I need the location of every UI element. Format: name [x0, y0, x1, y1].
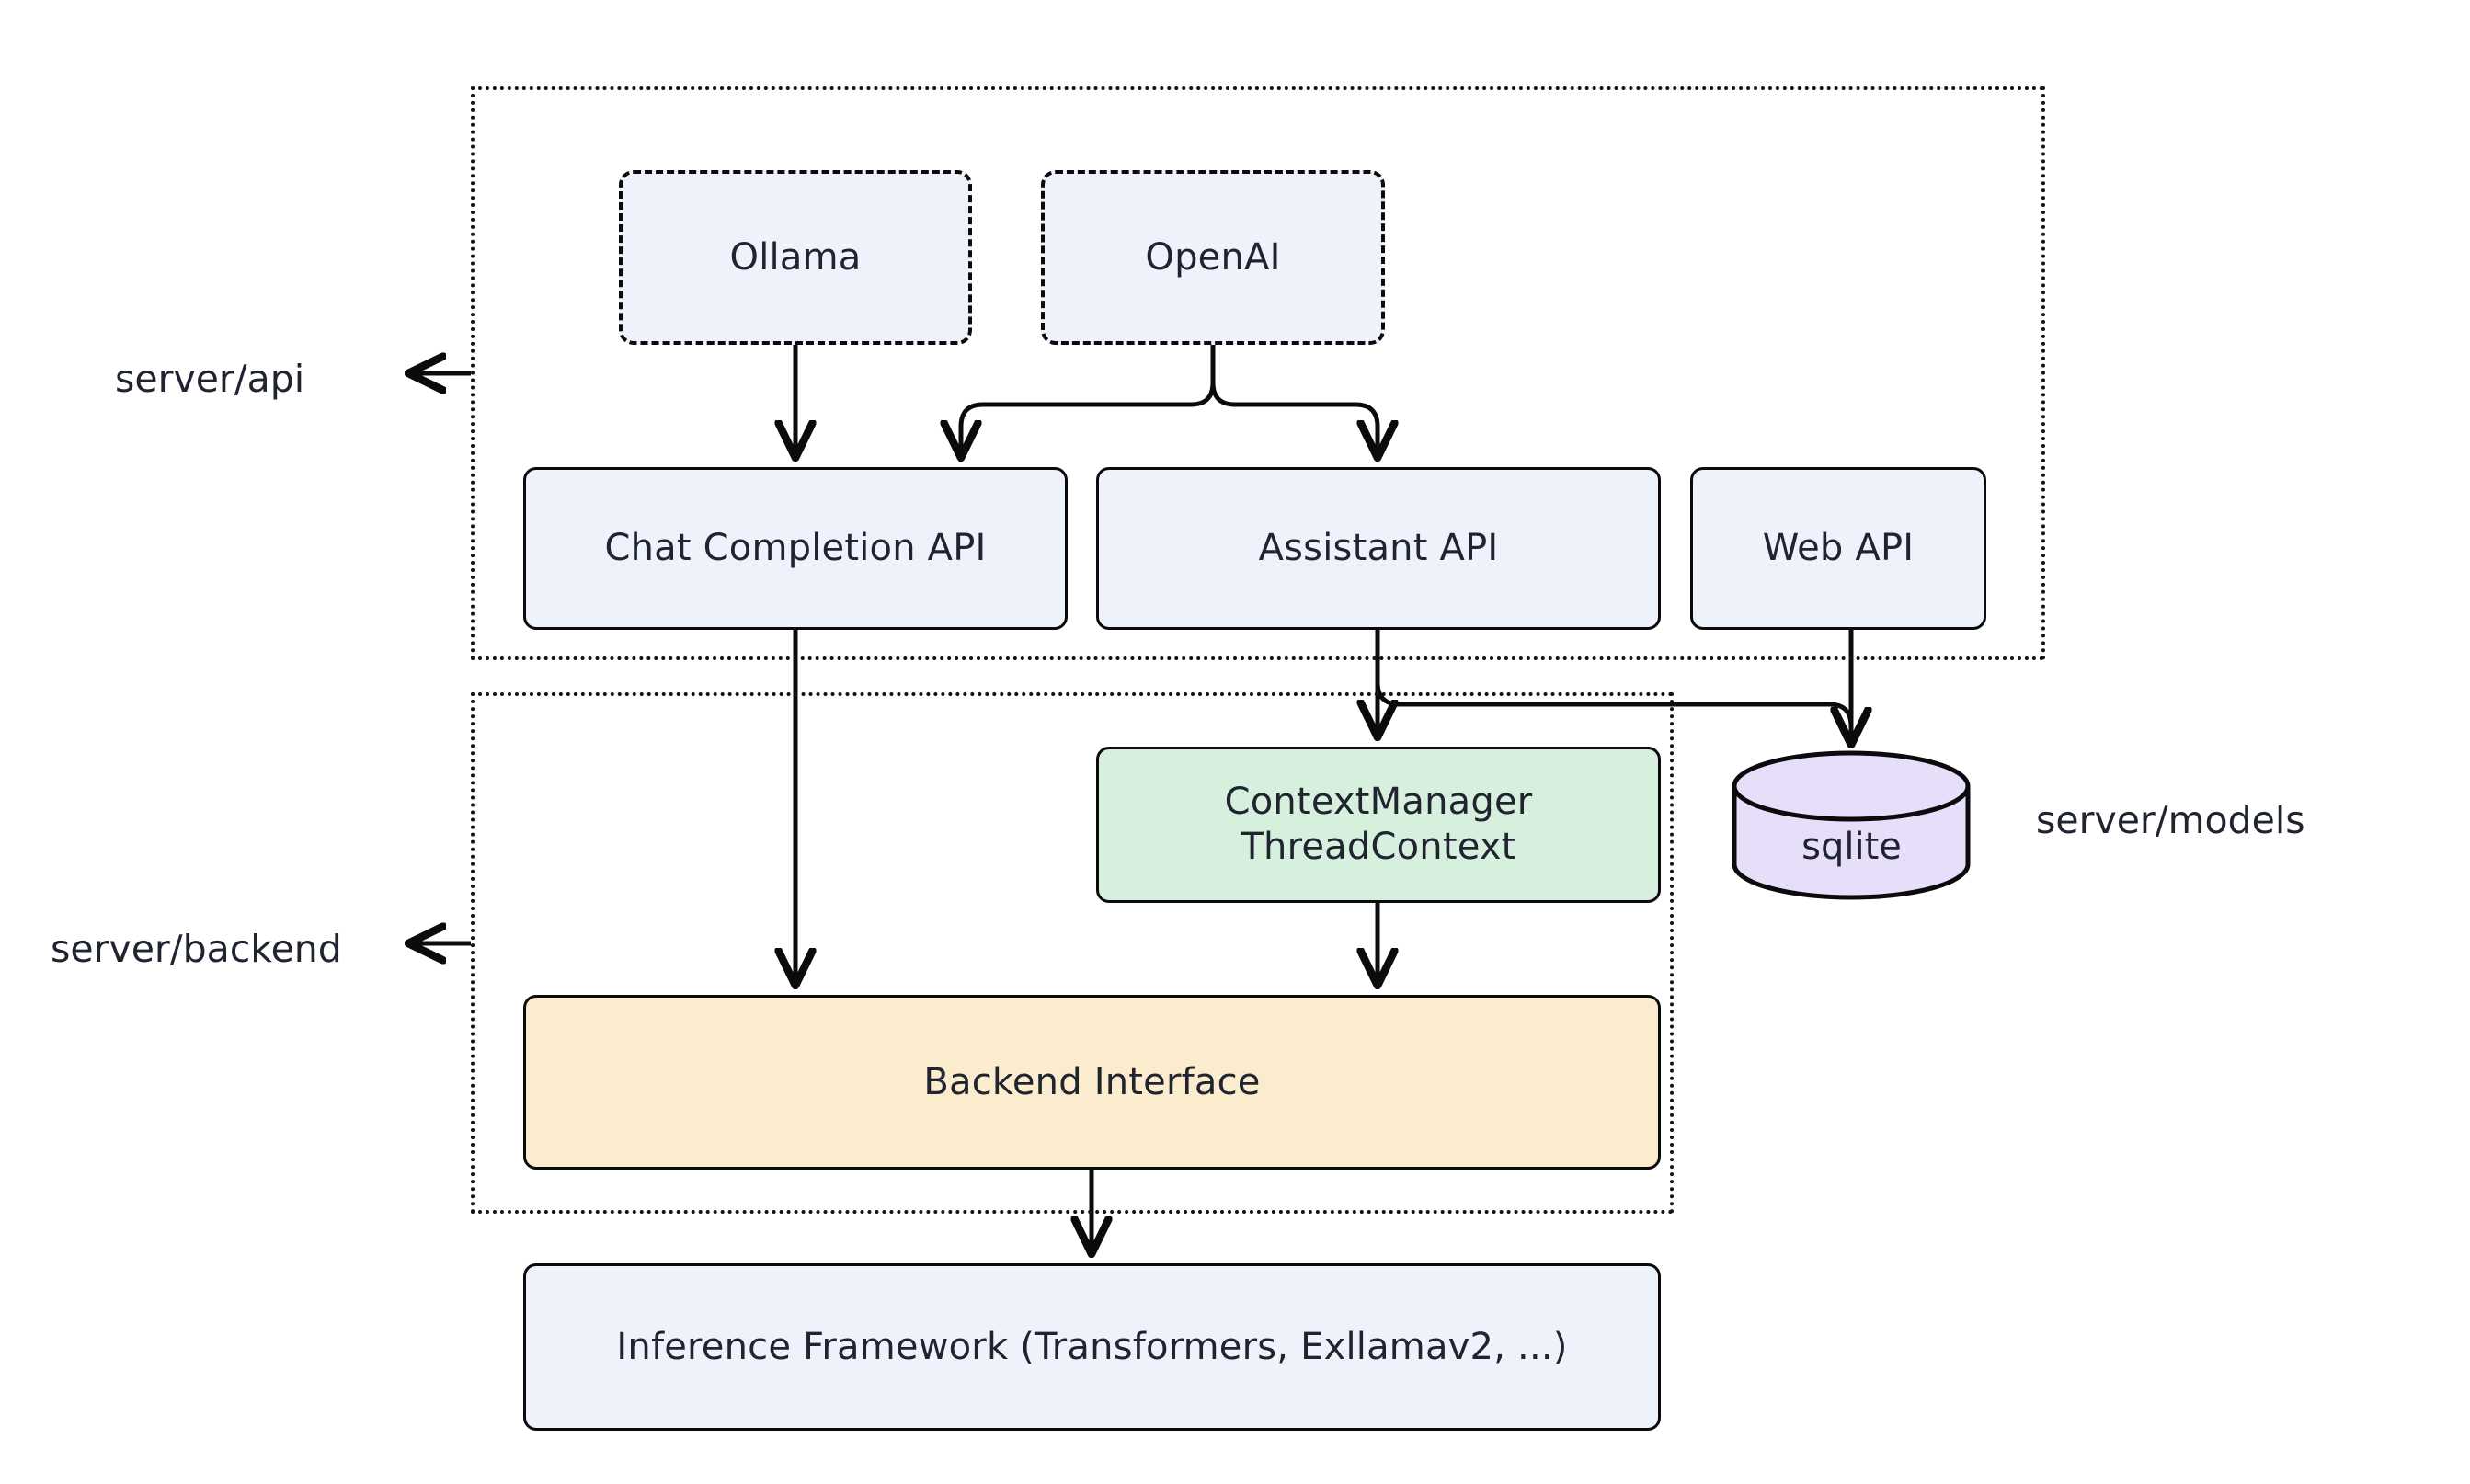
- node-ollama[interactable]: Ollama: [619, 170, 972, 345]
- node-context-manager-label: ContextManager ThreadContext: [1224, 781, 1533, 868]
- edge-openai-to-assistant-api: [1210, 345, 1378, 454]
- node-inference-framework-label: Inference Framework (Transformers, Exlla…: [616, 1325, 1568, 1368]
- node-web-api-label: Web API: [1762, 527, 1915, 570]
- node-ollama-label: Ollama: [729, 235, 862, 279]
- cluster-server-backend: [471, 692, 1674, 1214]
- node-backend-interface-label: Backend Interface: [923, 1060, 1261, 1103]
- node-openai-label: OpenAI: [1145, 235, 1281, 279]
- cluster-label-server-backend: server/backend: [51, 927, 342, 971]
- cluster-server-api: [471, 86, 2045, 660]
- node-assistant-api[interactable]: Assistant API: [1096, 467, 1661, 630]
- node-context-manager[interactable]: ContextManager ThreadContext: [1096, 747, 1661, 903]
- cluster-label-server-api: server/api: [115, 357, 305, 401]
- node-chat-completion-api[interactable]: Chat Completion API: [523, 467, 1068, 630]
- node-web-api[interactable]: Web API: [1690, 467, 1986, 630]
- node-chat-completion-api-label: Chat Completion API: [604, 527, 987, 570]
- node-sqlite-label: sqlite: [1801, 826, 1902, 868]
- node-inference-framework[interactable]: Inference Framework (Transformers, Exlla…: [523, 1263, 1661, 1431]
- node-openai[interactable]: OpenAI: [1041, 170, 1385, 345]
- node-assistant-api-label: Assistant API: [1258, 527, 1499, 570]
- standalone-label-server-models: server/models: [2036, 798, 2305, 842]
- node-backend-interface[interactable]: Backend Interface: [523, 995, 1661, 1170]
